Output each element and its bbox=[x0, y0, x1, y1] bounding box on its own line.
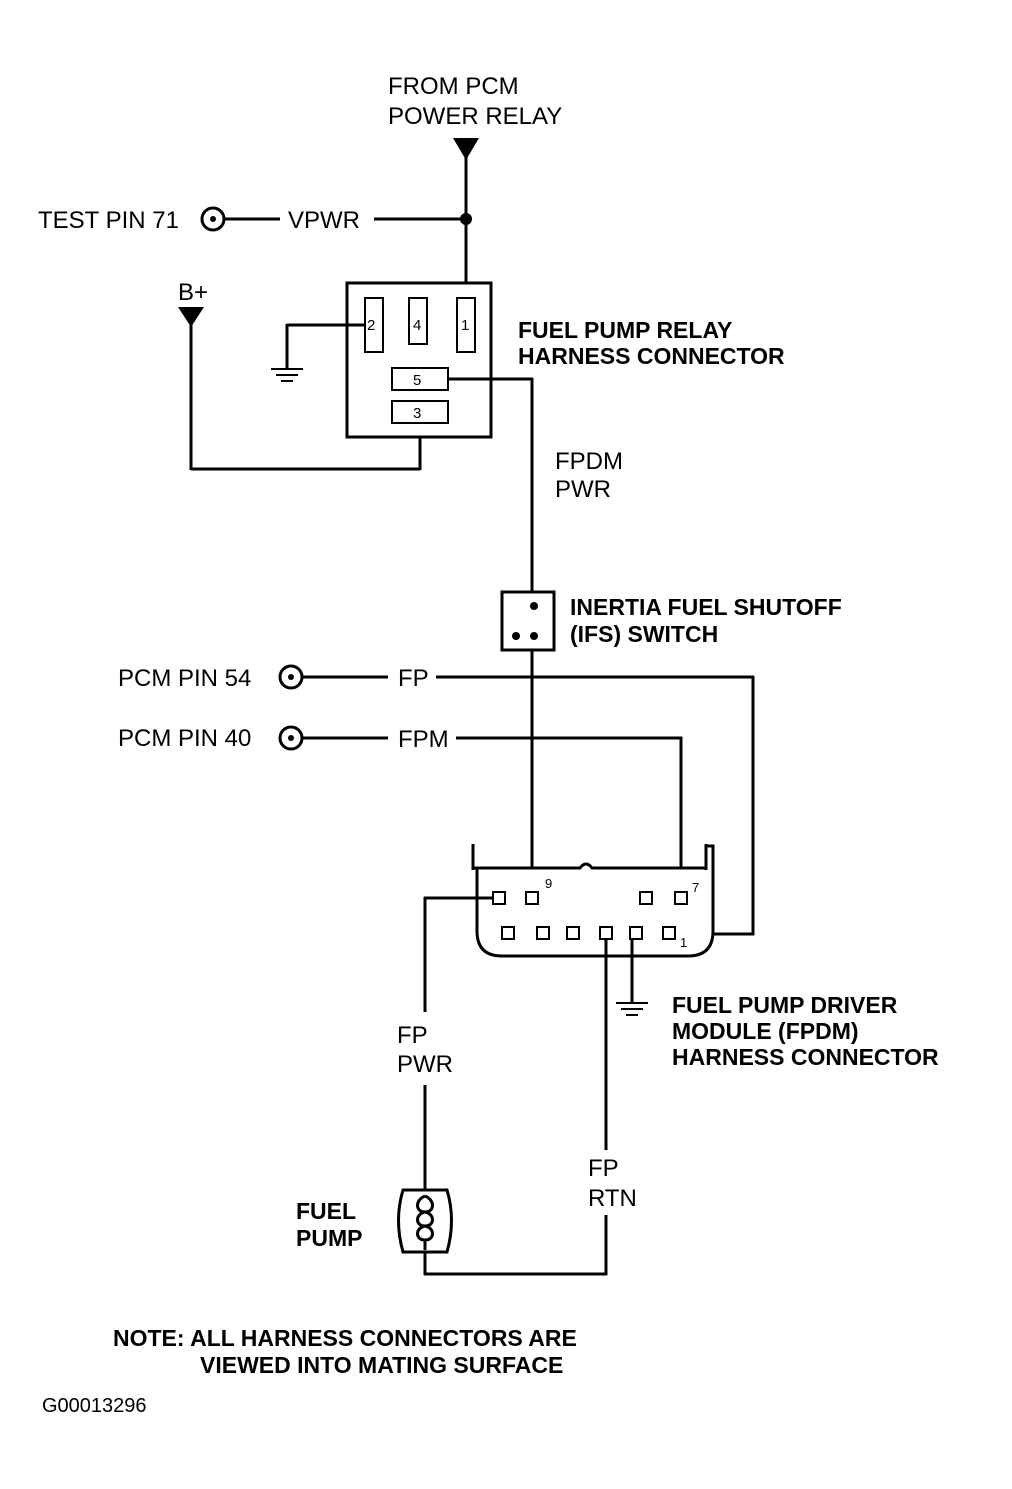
pcm-pin-40-terminal-center bbox=[288, 735, 294, 741]
pcm-pin-54-label: PCM PIN 54 bbox=[118, 665, 251, 692]
fpdm-ground-icon bbox=[616, 1002, 648, 1016]
fp-rtn-label-line2: RTN bbox=[588, 1185, 637, 1212]
fpdm-pin-7-label: 7 bbox=[692, 880, 699, 895]
fpdm-pin-1 bbox=[662, 926, 676, 940]
fpdm-connector-label-line3: HARNESS CONNECTOR bbox=[672, 1044, 939, 1070]
b-plus-arrow bbox=[178, 307, 204, 327]
fpdm-pwr-label-line1: FPDM bbox=[555, 448, 623, 475]
relay-pin-4 bbox=[408, 297, 428, 345]
fpdm-pin-4 bbox=[566, 926, 580, 940]
fpdm-pwr-label-line2: PWR bbox=[555, 476, 611, 503]
ifs-contact-right bbox=[530, 632, 538, 640]
relay-pin-1 bbox=[456, 297, 476, 353]
figure-code: G00013296 bbox=[42, 1395, 147, 1417]
fp-rtn-label-line1: FP bbox=[588, 1155, 619, 1182]
note-line2: VIEWED INTO MATING SURFACE bbox=[200, 1352, 563, 1378]
test-pin-71-terminal-center bbox=[210, 216, 216, 222]
fpdm-pin-6 bbox=[501, 926, 515, 940]
relay-ground-icon bbox=[271, 368, 303, 382]
fpdm-pin-10 bbox=[492, 891, 506, 905]
relay-pin-4-label: 4 bbox=[413, 317, 421, 334]
fpdm-pin-8 bbox=[639, 891, 653, 905]
relay-pin-3-label: 3 bbox=[413, 405, 421, 422]
fpdm-pin-9 bbox=[525, 891, 539, 905]
from-pcm-label-line2: POWER RELAY bbox=[388, 103, 562, 130]
supply-arrow-pcm bbox=[453, 138, 479, 160]
fpdm-pin-9-label: 9 bbox=[545, 876, 552, 891]
relay-connector-label-line1: FUEL PUMP RELAY bbox=[518, 317, 732, 343]
relay-pin-5-label: 5 bbox=[413, 372, 421, 389]
inertia-fuel-shutoff-switch bbox=[500, 590, 556, 652]
fp-pwr-label-line1: FP bbox=[397, 1022, 428, 1049]
test-pin-71-label: TEST PIN 71 bbox=[38, 207, 179, 234]
fuel-pump-label-line2: PUMP bbox=[296, 1225, 362, 1251]
ifs-label-line1: INERTIA FUEL SHUTOFF bbox=[570, 594, 842, 620]
pcm-pin-40-label: PCM PIN 40 bbox=[118, 725, 251, 752]
relay-pin-1-label: 1 bbox=[461, 317, 469, 334]
pcm-pin-54-terminal-center bbox=[288, 674, 294, 680]
fpdm-pin-1-label: 1 bbox=[680, 935, 687, 950]
fuel-pump-label-line1: FUEL bbox=[296, 1198, 356, 1224]
fpdm-connector-label-line2: MODULE (FPDM) bbox=[672, 1018, 859, 1044]
fpdm-pin-5 bbox=[536, 926, 550, 940]
vpwr-label: VPWR bbox=[288, 207, 360, 234]
note-line1: NOTE: ALL HARNESS CONNECTORS ARE bbox=[113, 1325, 577, 1351]
fuel-pump-coil-icon bbox=[416, 1194, 434, 1250]
relay-pin-3 bbox=[391, 400, 449, 424]
fpdm-connector-label-line1: FUEL PUMP DRIVER bbox=[672, 992, 898, 1018]
relay-connector-label-line2: HARNESS CONNECTOR bbox=[518, 343, 785, 369]
ifs-label-line2: (IFS) SWITCH bbox=[570, 621, 718, 647]
fpdm-harness-connector bbox=[471, 844, 715, 958]
fpdm-pin-3 bbox=[599, 926, 613, 940]
from-pcm-label-line1: FROM PCM bbox=[388, 73, 519, 100]
ifs-contact-top bbox=[530, 602, 538, 610]
relay-pin-2-label: 2 bbox=[367, 317, 375, 334]
fp-pwr-label-line2: PWR bbox=[397, 1051, 453, 1078]
fpdm-pin-7 bbox=[674, 891, 688, 905]
fuel-pump-motor bbox=[397, 1188, 453, 1254]
ifs-contact-left bbox=[512, 632, 520, 640]
fp-label: FP bbox=[398, 665, 429, 692]
b-plus-label: B+ bbox=[178, 279, 208, 306]
fpm-label: FPM bbox=[398, 726, 449, 753]
fpdm-pin-2 bbox=[629, 926, 643, 940]
